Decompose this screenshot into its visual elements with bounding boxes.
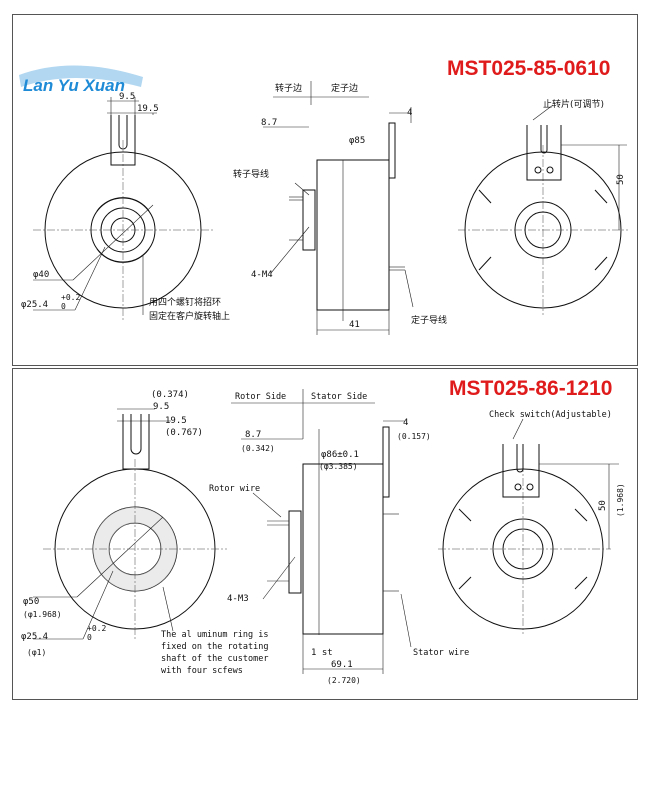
dim-8-7-b: 8.7 [245, 430, 261, 440]
label-rotor-side: 转子边 [275, 82, 302, 94]
model-number-2: MST025-86-1210 [449, 377, 612, 400]
side-view-1: 转子边 定子边 8.7 φ85 4 转子导线 4-M4 41 定子导线 [233, 81, 447, 335]
dim-9-5: 9.5 [119, 92, 135, 102]
back-view-2: Check switch(Adjustable) 50 (1.968) [438, 410, 625, 634]
note-en-1: The al uminum ring is [161, 630, 268, 640]
drawing-panel-top: Lan Yu Xuan MST025-85-0610 9.5 19.5 φ40 … [12, 14, 638, 366]
drawing-panel-bottom: MST025-86-1210 (0.374) 9.5 19.5 (0.767) … [12, 368, 638, 700]
note-en-3: shaft of the customer [161, 654, 268, 664]
dim-69-1: 69.1 [331, 660, 353, 670]
label-rotor-wire: 转子导线 [233, 168, 269, 180]
model-number-1: MST025-85-0610 [447, 57, 610, 80]
note-line-1: 用四个螺钉将招环 [149, 296, 221, 308]
dim-d86: φ86±0.1 [321, 450, 359, 460]
dim-50-b: 50 [598, 500, 608, 511]
dim-tolerance-zero-b: 0 [87, 633, 92, 642]
front-view-2: (0.374) 9.5 19.5 (0.767) φ50 (φ1.968) φ2… [21, 390, 268, 676]
dim-d25-4-b: φ25.4 [21, 632, 48, 642]
brand-logo-text: Lan Yu Xuan [23, 76, 125, 95]
dim-4-m3: 4-M3 [227, 594, 249, 604]
brand-logo: Lan Yu Xuan [19, 65, 143, 95]
dim-41: 41 [349, 320, 360, 330]
label-rotor-side-en: Rotor Side [235, 392, 286, 402]
dim-0-374: (0.374) [151, 390, 189, 400]
back-view-1: 止转片(可调节) 50 [458, 98, 628, 315]
label-stator-side-en: Stator Side [311, 392, 367, 402]
dim-8-7: 8.7 [261, 118, 277, 128]
dim-1-968-b: (1.968) [616, 483, 625, 517]
dim-19-5: 19.5 [137, 104, 159, 114]
label-check-switch-en: Check switch(Adjustable) [489, 410, 612, 420]
dim-d1: (φ1) [27, 648, 46, 657]
drawing-2-svg: MST025-86-1210 (0.374) 9.5 19.5 (0.767) … [21, 377, 625, 685]
label-stator-wire-en: Stator wire [413, 648, 469, 658]
dim-d3-385: (φ3.385) [319, 462, 358, 471]
dim-tolerance-b: +0.2 [87, 624, 106, 633]
dim-4-b: 4 [403, 418, 408, 428]
dim-tolerance: +0.2 [61, 293, 80, 302]
dim-d25-4: φ25.4 [21, 300, 48, 310]
dim-4: 4 [407, 108, 412, 118]
dim-9-5-b: 9.5 [153, 402, 169, 412]
dim-1st: 1 st [311, 648, 333, 658]
label-rotor-wire-en: Rotor wire [209, 484, 260, 494]
dim-2-720: (2.720) [327, 676, 361, 685]
label-stator-side: 定子边 [331, 82, 358, 94]
dim-d40: φ40 [33, 270, 49, 280]
dim-0-342: (0.342) [241, 444, 275, 453]
drawing-1-svg: Lan Yu Xuan MST025-85-0610 9.5 19.5 φ40 … [19, 57, 628, 335]
front-view-1: 9.5 19.5 φ40 φ25.4 +0.2 0 用四个螺钉将招环 固定在客户… [21, 92, 230, 322]
dim-19-5-b: 19.5 [165, 416, 187, 426]
label-stator-wire: 定子导线 [411, 314, 447, 326]
dim-d85: φ85 [349, 136, 365, 146]
dim-d50: φ50 [23, 597, 39, 607]
dim-d1-968: (φ1.968) [23, 610, 62, 619]
side-view-2: Rotor Side Stator Side 8.7 (0.342) φ86±0… [209, 389, 469, 685]
note-en-4: with four scfews [161, 666, 243, 676]
note-en-2: fixed on the rotating [161, 642, 268, 652]
dim-tolerance-zero: 0 [61, 302, 66, 311]
dim-4-m4: 4-M4 [251, 270, 273, 280]
dim-0-157: (0.157) [397, 432, 431, 441]
note-line-2: 固定在客户旋转轴上 [149, 310, 230, 322]
dim-50: 50 [616, 174, 626, 185]
label-check-switch: 止转片(可调节) [543, 98, 604, 110]
dim-0-767: (0.767) [165, 428, 203, 438]
